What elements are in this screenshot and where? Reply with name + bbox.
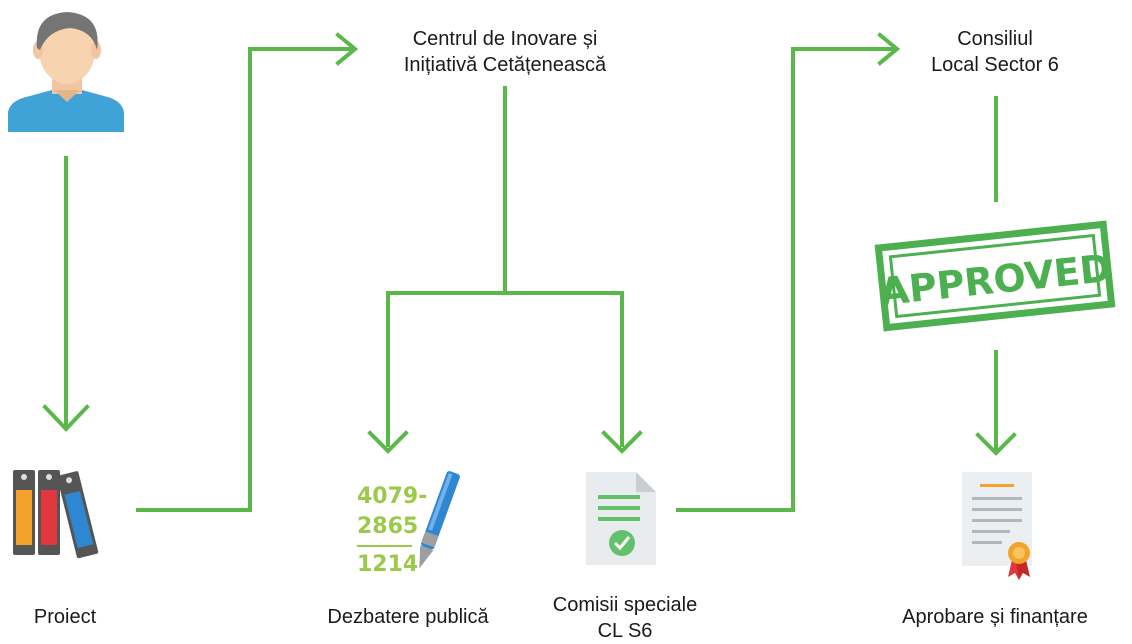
calc-line-2: 2865 <box>357 514 418 539</box>
node-centru: Centrul de Inovare și Inițiativă Cetățen… <box>360 26 650 78</box>
node-centru-line1: Centrul de Inovare și <box>412 28 598 50</box>
connector-proiect-centru <box>136 47 354 512</box>
calc-line-3: 1214 <box>357 552 418 577</box>
node-comisii-line2: CL S6 <box>597 620 653 642</box>
stamp-text: APPROVED <box>877 246 1113 314</box>
approved-stamp-icon: APPROVED <box>874 220 1116 332</box>
binders-icon <box>13 470 99 559</box>
node-consiliu-line1: Consiliul <box>957 28 1033 50</box>
node-aprobare: Aprobare și finanțare <box>902 606 1088 628</box>
connector-split-branches <box>386 291 624 447</box>
arrowhead-comisii <box>601 430 643 454</box>
node-comisii-line1: Comisii speciale <box>552 594 698 616</box>
node-consiliu: Consiliul Local Sector 6 <box>900 26 1090 78</box>
arrowhead-consiliu <box>877 32 901 66</box>
certificate-icon <box>962 472 1032 580</box>
arrowhead-dezbatere <box>367 430 409 454</box>
arrowhead-aprobare <box>975 432 1017 456</box>
node-comisii: Comisii speciale CL S6 <box>530 592 720 644</box>
connector-comisii-consiliu <box>676 47 895 512</box>
document-check-icon <box>586 472 656 565</box>
arrowhead-centru <box>335 32 359 66</box>
calc-line-1: 4079- <box>357 484 427 509</box>
arrowhead-proiect <box>42 404 90 432</box>
node-centru-line2: Inițiativă Cetățenească <box>403 54 607 76</box>
calculation-pen-icon <box>357 471 460 569</box>
node-consiliu-line2: Local Sector 6 <box>931 54 1059 76</box>
node-proiect: Proiect <box>33 606 97 628</box>
node-dezbatere: Dezbatere publică <box>327 606 489 628</box>
user-icon <box>8 12 124 132</box>
